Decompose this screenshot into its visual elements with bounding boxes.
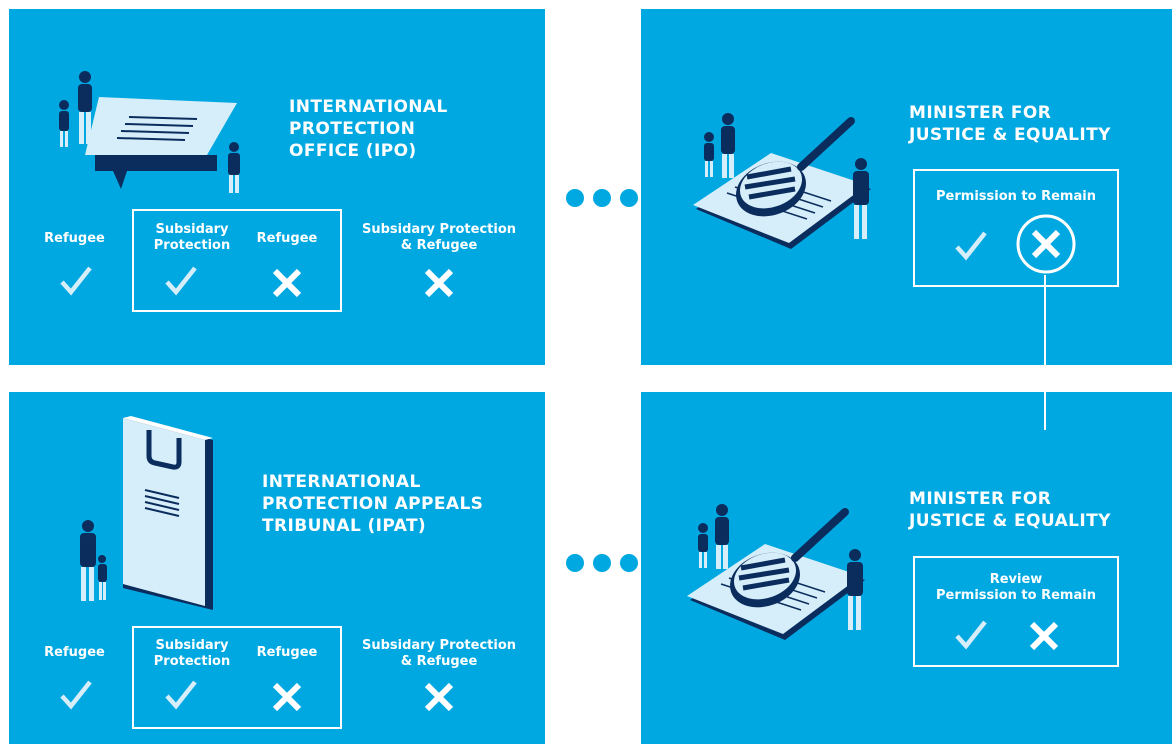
ipo-subsidiary-granted-label: Subsidary Protection xyxy=(153,222,231,253)
person-side-icon xyxy=(228,142,240,193)
ipat-panel: INTERNATIONAL PROTECTION APPEALS TRIBUNA… xyxy=(9,392,545,744)
connector-line xyxy=(1044,275,1046,365)
person-adult-icon xyxy=(698,504,729,569)
review-permission-label: Review Permission to Remain xyxy=(936,572,1096,603)
circled-cross-icon xyxy=(1016,214,1076,274)
cross-icon xyxy=(272,268,302,298)
ipat-title: INTERNATIONAL PROTECTION APPEALS TRIBUNA… xyxy=(262,472,484,536)
ipo-refugee-granted-label: Refugee xyxy=(44,231,105,246)
dot-icon xyxy=(566,189,584,207)
connector-line xyxy=(1044,392,1046,430)
dot-icon xyxy=(593,554,611,572)
cross-icon xyxy=(424,268,454,298)
cross-icon xyxy=(424,682,454,712)
permission-to-remain-label: Permission to Remain xyxy=(936,189,1096,204)
minister-panel-decision: MINISTER FOR JUSTICE & EQUALITY Permissi… xyxy=(641,9,1172,365)
document-magnifier-illustration xyxy=(687,504,865,640)
ipo-refugee-refused-label: Refugee xyxy=(256,231,318,246)
check-icon xyxy=(955,231,987,261)
ipat-both-refused-label: Subsidary Protection & Refugee xyxy=(361,638,517,669)
person-adult-icon xyxy=(704,113,735,178)
document-magnifier-illustration xyxy=(693,113,871,249)
person-adult-icon xyxy=(80,520,107,601)
speech-bubble-illustration xyxy=(59,71,240,193)
dot-icon xyxy=(620,554,638,572)
ellipsis-dots-top xyxy=(566,189,638,207)
ipo-both-refused-label: Subsidary Protection & Refugee xyxy=(361,222,517,253)
ipo-panel: INTERNATIONAL PROTECTION OFFICE (IPO) Re… xyxy=(9,9,545,365)
cross-icon xyxy=(1029,621,1059,651)
clipboard-illustration xyxy=(80,416,213,610)
minister-panel-review: MINISTER FOR JUSTICE & EQUALITY Review P… xyxy=(641,392,1172,744)
dot-icon xyxy=(620,189,638,207)
person-side-icon xyxy=(847,549,863,630)
dot-icon xyxy=(566,554,584,572)
person-adult-icon xyxy=(78,71,92,144)
minister-title: MINISTER FOR JUSTICE & EQUALITY xyxy=(909,103,1111,145)
person-child-icon xyxy=(59,100,69,147)
ipat-subsidiary-granted-label: Subsidary Protection xyxy=(153,638,231,669)
permission-to-remain-box xyxy=(913,169,1119,287)
check-icon xyxy=(60,680,92,710)
minister-review-title: MINISTER FOR JUSTICE & EQUALITY xyxy=(909,489,1111,531)
check-icon xyxy=(165,266,197,296)
ipat-outcome-group-box xyxy=(132,626,342,729)
ellipsis-dots-bottom xyxy=(566,554,638,572)
check-icon xyxy=(60,266,92,296)
ipat-refugee-refused-label: Refugee xyxy=(256,645,318,660)
dot-icon xyxy=(593,189,611,207)
cross-icon xyxy=(272,682,302,712)
review-permission-box xyxy=(913,556,1119,667)
ipo-outcome-group-box xyxy=(132,209,342,312)
check-icon xyxy=(165,680,197,710)
person-side-icon xyxy=(853,158,869,239)
ipat-refugee-granted-label: Refugee xyxy=(44,645,105,660)
ipo-title: INTERNATIONAL PROTECTION OFFICE (IPO) xyxy=(289,97,448,161)
check-icon xyxy=(955,620,987,650)
